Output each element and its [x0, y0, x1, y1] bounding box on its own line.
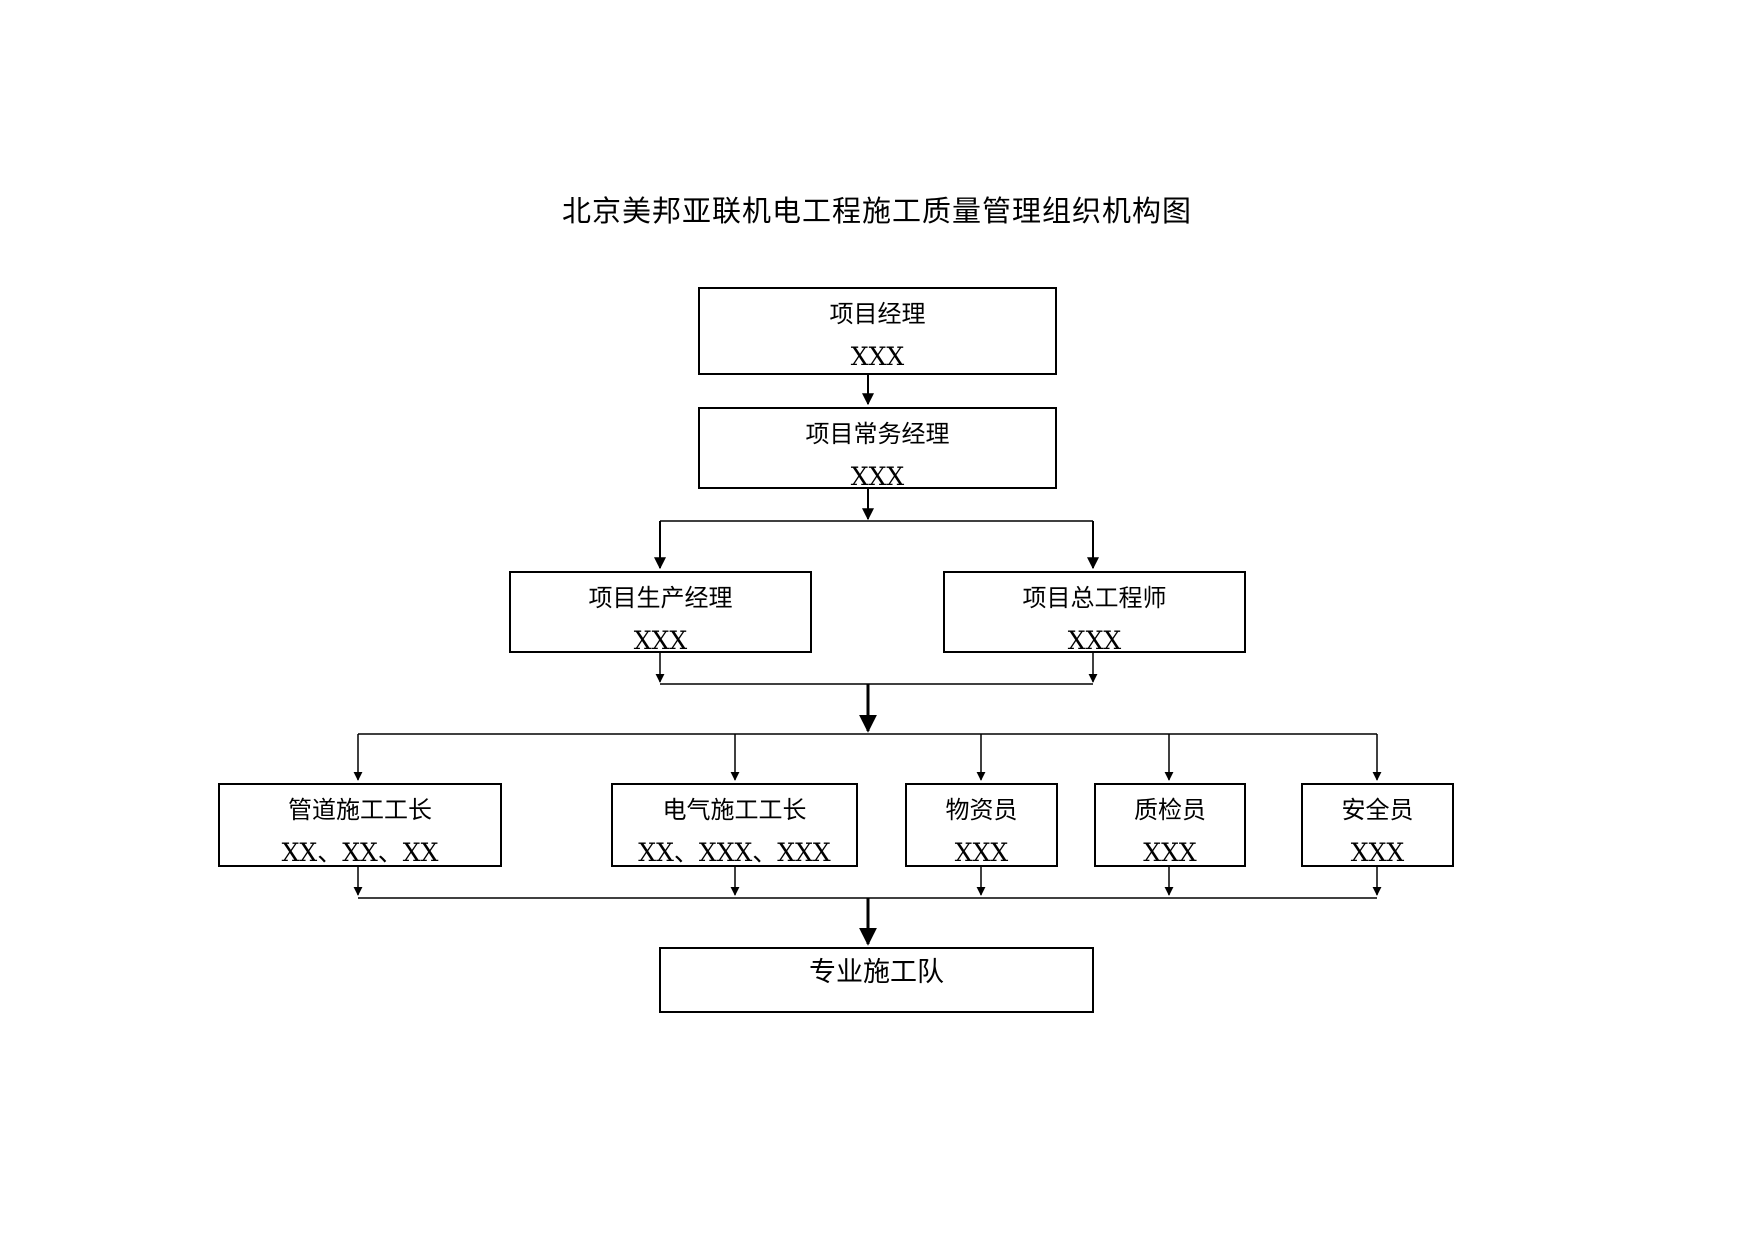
node-name: XXX: [850, 462, 905, 491]
node-role: 物资员: [945, 796, 1018, 824]
node-name: XXX: [1350, 838, 1405, 867]
node-production-manager: 项目生产经理 XXX: [509, 571, 812, 655]
node-name: XXX: [1067, 626, 1122, 655]
node-quality-inspector: 质检员 XXX: [1094, 783, 1246, 867]
node-role: 项目经理: [829, 300, 926, 328]
node-name: XX、XXX、XXX: [638, 838, 831, 867]
node-construction-team: 专业施工队: [659, 947, 1094, 1013]
node-role: 项目常务经理: [805, 420, 950, 448]
chart-title: 北京美邦亚联机电工程施工质量管理组织机构图: [561, 194, 1192, 228]
node-role: 专业施工队: [809, 957, 944, 988]
node-safety-officer: 安全员 XXX: [1301, 783, 1454, 867]
node-role: 质检员: [1134, 796, 1206, 824]
node-executive-project-manager: 项目常务经理 XXX: [698, 407, 1057, 491]
node-electrical-foreman: 电气施工工长 XX、XXX、XXX: [611, 783, 858, 867]
node-role: 项目生产经理: [588, 584, 733, 612]
node-name: XXX: [954, 838, 1009, 867]
node-name: XXX: [850, 342, 905, 371]
node-project-manager: 项目经理 XXX: [698, 287, 1057, 375]
node-role: 电气施工工长: [662, 796, 807, 824]
node-role: 管道施工工长: [288, 796, 432, 824]
node-name: XXX: [1143, 838, 1197, 867]
node-pipe-foreman: 管道施工工长 XX、XX、XX: [218, 783, 502, 867]
node-chief-engineer: 项目总工程师 XXX: [943, 571, 1246, 655]
node-role: 安全员: [1341, 796, 1414, 824]
node-materials-clerk: 物资员 XXX: [905, 783, 1058, 867]
node-name: XX、XX、XX: [281, 838, 439, 867]
node-role: 项目总工程师: [1022, 584, 1167, 612]
node-name: XXX: [633, 626, 688, 655]
